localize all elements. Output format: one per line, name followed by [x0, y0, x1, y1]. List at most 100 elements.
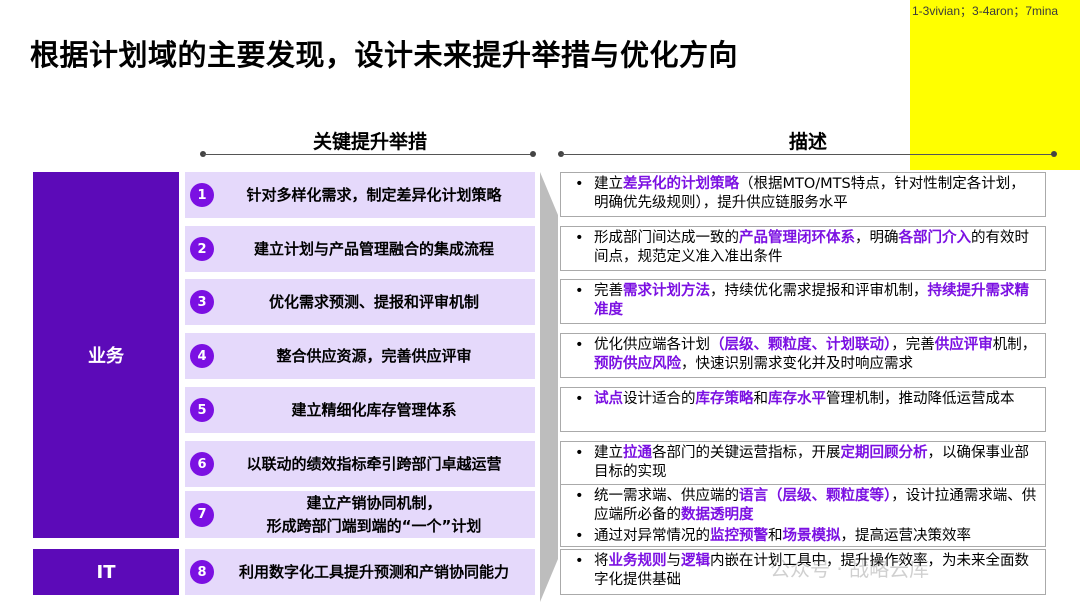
description-text: 通过对异常情况的: [594, 528, 710, 544]
highlight-text: 预防供应风险: [594, 356, 681, 372]
highlight-text: 试点: [594, 391, 623, 407]
action-item-5: 5 建立精细化库存管理体系: [185, 387, 535, 433]
description-text: ，完善: [891, 337, 935, 353]
description-box-6: 建立拉通各部门的关键运营指标，开展定期回顾分析，以确保事业部目标的实现: [560, 441, 1046, 486]
action-text-line: 利用数字化工具提升预测和产销协同能力: [238, 562, 509, 581]
action-number-badge: 6: [190, 452, 214, 476]
action-item-4: 4 整合供应资源，完善供应评审: [185, 333, 535, 379]
action-number-badge: 7: [190, 502, 214, 527]
description-text: 统一需求端、供应端的: [594, 488, 739, 504]
action-text: 建立产销协同机制，形成跨部门端到端的“一个”计划: [185, 492, 535, 538]
header-description: 描述: [788, 131, 827, 153]
description-text: 优化供应端各计划: [594, 337, 710, 353]
description-text: ，明确: [855, 230, 899, 246]
description-bullet: 建立拉通各部门的关键运营指标，开展定期回顾分析，以确保事业部目标的实现: [569, 444, 1037, 482]
description-bullet: 试点设计适合的库存策略和库存水平管理机制，推动降低运营成本: [569, 390, 1037, 409]
action-text: 以联动的绩效指标牵引跨部门卓越运营: [185, 453, 535, 476]
description-bullet: 完善需求计划方法，持续优化需求提报和评审机制，持续提升需求精准度: [569, 282, 1037, 320]
highlight-text: 各部门介入: [898, 230, 972, 246]
action-number-badge: 8: [190, 560, 214, 584]
action-number-badge: 2: [190, 237, 214, 261]
connector-arrow-shape: [540, 172, 558, 602]
description-text: ，持续优化需求提报和评审机制，: [710, 283, 928, 299]
description-text: 的有效时间点，规范定义准入准出条件: [594, 230, 1029, 265]
header-description-line: [561, 154, 1054, 155]
category-it: IT: [33, 549, 179, 595]
highlight-text: 需求计划方法: [623, 283, 710, 299]
action-text: 整合供应资源，完善供应评审: [185, 345, 535, 368]
description-text: 完善: [594, 283, 623, 299]
action-number-badge: 1: [190, 183, 214, 207]
highlight-text: 库存水平: [768, 391, 826, 407]
action-text: 优化需求预测、提报和评审机制: [185, 291, 535, 314]
highlight-text: （层级、颗粒度、计划联动）: [710, 337, 892, 353]
highlight-text: 场景模拟: [782, 528, 841, 544]
description-box-4: 优化供应端各计划（层级、颗粒度、计划联动），完善供应评审机制， 预防供应风险，快速…: [560, 333, 1046, 378]
description-text: 和: [753, 391, 769, 407]
highlight-text: 定期回顾分析: [840, 445, 928, 461]
description-bullet: 统一需求端、供应端的语言（层级、颗粒度等），设计拉通需求端、供应端所必备的数据透…: [569, 487, 1037, 525]
description-text: ，以确保事业部目标的实现: [594, 445, 1029, 480]
description-box-7: 统一需求端、供应端的语言（层级、颗粒度等），设计拉通需求端、供应端所必备的数据透…: [560, 484, 1046, 547]
header-actions-dot-right: [530, 151, 536, 157]
description-text: 管理机制，推动降低运营成本: [826, 391, 1015, 407]
description-box-8: 将业务规则与逻辑内嵌在计划工具中，提升操作效率，为未来全面数字化提供基础: [560, 549, 1046, 595]
action-number-badge: 4: [190, 344, 214, 368]
sticky-note-text: 1-3vivian；3-4aron；7mina: [912, 4, 1059, 18]
description-text: 建立: [594, 445, 623, 461]
action-text-line: 整合供应资源，完善供应评审: [276, 346, 472, 365]
highlight-text: 语言（层级、颗粒度等）: [739, 488, 892, 504]
description-bullet: 建立差异化的计划策略（根据MTO/MTS特点，针对性制定各计划，明确优先级规则）…: [569, 175, 1037, 213]
highlight-text: 监控预警: [710, 528, 768, 544]
category-business: 业务: [33, 172, 179, 538]
action-text-line: 针对多样化需求，制定差异化计划策略: [246, 185, 502, 204]
action-item-8: 8 利用数字化工具提升预测和产销协同能力: [185, 549, 535, 595]
description-text: 机制，: [992, 337, 1037, 353]
action-text: 利用数字化工具提升预测和产销协同能力: [185, 561, 535, 584]
action-text-line: 建立产销协同机制，: [306, 493, 442, 512]
highlight-text: 业务规则: [608, 553, 667, 569]
action-text: 针对多样化需求，制定差异化计划策略: [185, 184, 535, 207]
highlight-text: 差异化的计划策略: [623, 176, 739, 192]
highlight-text: 数据透明度: [681, 507, 754, 523]
description-text: 各部门的关键运营指标，开展: [652, 445, 841, 461]
watermark: 公众号 · 战略云库: [770, 557, 930, 581]
action-item-1: 1 针对多样化需求，制定差异化计划策略: [185, 172, 535, 218]
description-bullet: 优化供应端各计划（层级、颗粒度、计划联动），完善供应评审机制， 预防供应风险，快速…: [569, 336, 1037, 374]
description-text: 和: [768, 528, 783, 544]
action-item-3: 3 优化需求预测、提报和评审机制: [185, 279, 535, 325]
sticky-note: 1-3vivian；3-4aron；7mina: [910, 0, 1080, 170]
highlight-text: 库存策略: [695, 391, 754, 407]
description-box-2: 形成部门间达成一致的产品管理闭环体系，明确各部门介入的有效时间点，规范定义准入准…: [560, 226, 1046, 271]
action-text-line: 建立计划与产品管理融合的集成流程: [253, 239, 494, 258]
description-bullet: 通过对异常情况的监控预警和场景模拟，提高运营决策效率: [569, 527, 1037, 546]
highlight-text: 逻辑: [681, 553, 710, 569]
highlight-text: 产品管理闭环体系: [739, 230, 855, 246]
action-item-2: 2 建立计划与产品管理融合的集成流程: [185, 226, 535, 272]
description-box-1: 建立差异化的计划策略（根据MTO/MTS特点，针对性制定各计划，明确优先级规则）…: [560, 172, 1046, 217]
action-text: 建立计划与产品管理融合的集成流程: [185, 238, 535, 261]
action-number-badge: 3: [190, 290, 214, 314]
header-description-dot-right: [1051, 151, 1057, 157]
description-text: 设计适合的: [623, 391, 696, 407]
description-box-5: 试点设计适合的库存策略和库存水平管理机制，推动降低运营成本: [560, 387, 1046, 432]
page-title: 根据计划域的主要发现，设计未来提升举措与优化方向: [30, 38, 739, 72]
description-text: ，提高运营决策效率: [840, 528, 972, 544]
description-text: ，设计拉通需求端、供应端所必备的: [594, 488, 1037, 523]
action-text-line: 建立精细化库存管理体系: [291, 400, 457, 419]
highlight-text: 供应评审: [934, 337, 993, 353]
description-text: （根据MTO/MTS特点，针对性制定各计划，明确优先级规则），提升供应链服务水平: [594, 176, 1025, 211]
description-text: 形成部门间达成一致的: [594, 230, 739, 246]
header-actions: 关键提升举措: [312, 131, 427, 153]
description-text: 建立: [594, 176, 623, 192]
header-actions-line: [203, 154, 533, 155]
action-number-badge: 5: [190, 398, 214, 422]
description-text: 内嵌在计划工具中，提升操作效率，为未来全面数字化提供基础: [594, 553, 1029, 588]
description-text: ，快速识别需求变化并及时响应需求: [681, 356, 913, 372]
description-bullet: 形成部门间达成一致的产品管理闭环体系，明确各部门介入的有效时间点，规范定义准入准…: [569, 229, 1037, 267]
action-text-line: 优化需求预测、提报和评审机制: [268, 292, 479, 311]
description-box-3: 完善需求计划方法，持续优化需求提报和评审机制，持续提升需求精准度: [560, 279, 1046, 324]
highlight-text: 持续提升需求精准度: [594, 283, 1029, 318]
description-text: 与: [666, 553, 682, 569]
action-text: 建立精细化库存管理体系: [185, 399, 535, 422]
